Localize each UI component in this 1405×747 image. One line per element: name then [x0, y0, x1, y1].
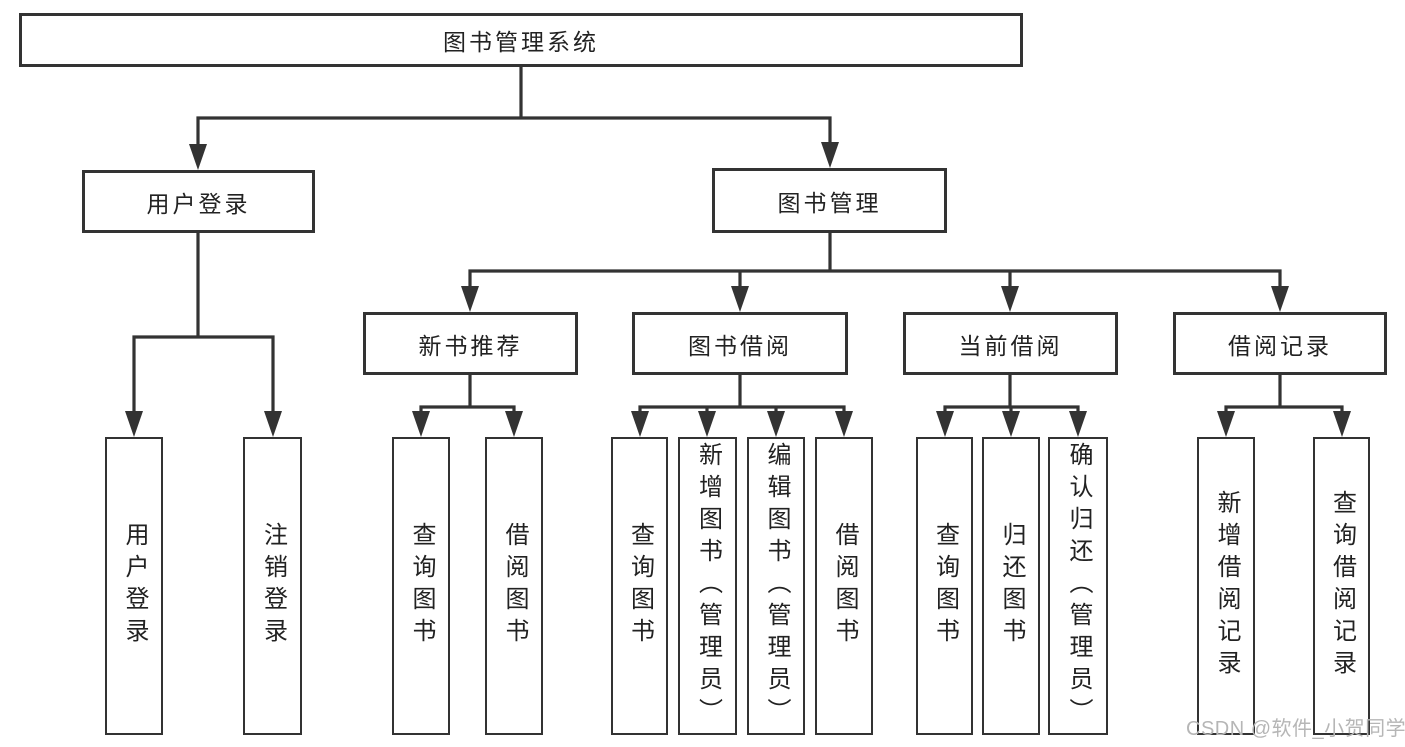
node-label: 图书借阅 [688, 332, 792, 359]
arrowhead [505, 411, 523, 437]
edges-new-book-recommend-to-leaves [412, 373, 523, 437]
leaf-label: 查询图书 [408, 522, 435, 650]
leaf-label: 查询图书 [626, 522, 654, 650]
leaf-add-borrow-record: 新增借阅记录 [1197, 437, 1255, 735]
leaf-label: 新增图书（管理员） [694, 442, 722, 730]
leaf-label: 新增借阅记录 [1213, 490, 1240, 682]
leaf-label: 查询图书 [931, 522, 959, 650]
edges-root-to-level2 [189, 65, 839, 170]
arrowhead [1217, 411, 1235, 437]
leaf-label: 查询借阅记录 [1328, 490, 1356, 682]
leaf-confirm-return-admin: 确认归还（管理员） [1048, 437, 1108, 735]
leaf-query-borrow-record: 查询借阅记录 [1313, 437, 1370, 735]
edges-current-borrow-to-leaves [936, 373, 1087, 437]
leaf-label: 确认归还（管理员） [1065, 442, 1092, 730]
edges-borrow-records-to-leaves [1217, 373, 1351, 437]
leaf-label: 归还图书 [998, 522, 1025, 650]
edges-book-borrow-to-leaves [631, 373, 853, 437]
node-label: 用户登录 [146, 190, 251, 217]
node-label: 当前借阅 [958, 332, 1063, 359]
node-user-login: 用户登录 [82, 170, 315, 233]
edge-line [1224, 373, 1344, 415]
leaf-edit-book-admin: 编辑图书（管理员） [747, 437, 805, 735]
edge-line [196, 65, 832, 148]
leaf-borrow-books: 借阅图书 [815, 437, 873, 735]
arrowhead [821, 142, 839, 168]
arrowhead [1271, 286, 1289, 312]
arrowhead [835, 411, 853, 437]
node-label: 新书推荐 [418, 332, 523, 359]
leaf-label: 借阅图书 [831, 522, 858, 650]
node-new-book-recommend: 新书推荐 [363, 312, 578, 375]
leaf-logout: 注销登录 [243, 437, 302, 735]
arrowhead [767, 411, 785, 437]
arrowhead [1001, 286, 1019, 312]
node-book-management: 图书管理 [712, 168, 947, 233]
csdn-watermark: CSDN @软件_小贺同学 [1186, 718, 1405, 740]
leaf-query-books-recommend: 查询图书 [392, 437, 450, 735]
edge-line [468, 231, 1282, 290]
arrowhead [125, 411, 143, 437]
edge-line [132, 231, 275, 415]
node-label: 图书管理 [777, 189, 882, 216]
arrowhead [698, 411, 716, 437]
arrowhead [264, 411, 282, 437]
edge-line [419, 373, 516, 415]
arrowhead [461, 286, 479, 312]
arrowhead [1333, 411, 1351, 437]
node-borrow-records: 借阅记录 [1173, 312, 1387, 375]
node-current-borrow: 当前借阅 [903, 312, 1118, 375]
leaf-add-book-admin: 新增图书（管理员） [678, 437, 737, 735]
leaf-query-books-current: 查询图书 [916, 437, 973, 735]
edge-line [638, 373, 846, 415]
edges-book-management-to-level3 [461, 231, 1289, 312]
arrowhead [936, 411, 954, 437]
leaf-query-books-borrow: 查询图书 [611, 437, 668, 735]
leaf-borrow-books-recommend: 借阅图书 [485, 437, 543, 735]
arrowhead [1069, 411, 1087, 437]
arrowhead [731, 286, 749, 312]
arrowhead [189, 144, 207, 170]
leaf-user-login: 用户登录 [105, 437, 163, 735]
node-book-borrow: 图书借阅 [632, 312, 848, 375]
leaf-label: 注销登录 [259, 522, 287, 650]
arrowhead [1002, 411, 1020, 437]
node-root: 图书管理系统 [19, 13, 1023, 67]
node-label: 图书管理系统 [443, 29, 599, 55]
edge-line [943, 373, 1080, 415]
leaf-label: 编辑图书（管理员） [763, 442, 790, 730]
arrowhead [631, 411, 649, 437]
leaf-label: 用户登录 [121, 522, 148, 650]
node-label: 借阅记录 [1228, 332, 1332, 359]
arrowhead [412, 411, 430, 437]
leaf-return-book: 归还图书 [982, 437, 1040, 735]
edges-user-login-to-leaves [125, 231, 282, 437]
leaf-label: 借阅图书 [501, 522, 528, 650]
